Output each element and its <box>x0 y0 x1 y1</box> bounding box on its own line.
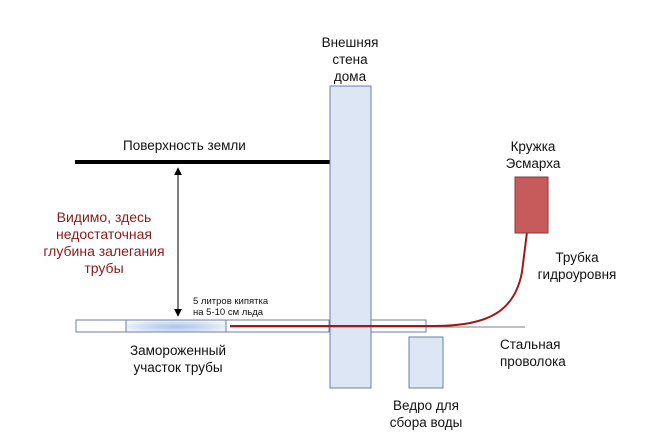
boiling-water-line: на 5-10 см льда <box>193 307 264 318</box>
water-bucket-label: Ведро для сбора воды <box>378 397 474 431</box>
level-tube-label: Трубка гидроуровня <box>522 249 632 283</box>
pipe-left-segment <box>75 319 127 333</box>
esmarch-mug-line: Эсмарха <box>505 156 561 171</box>
warning-line: трубы <box>84 260 124 276</box>
house-wall-label-line: стена <box>332 52 368 67</box>
water-bucket <box>408 336 444 389</box>
house-wall-label: Внешняя стена дома <box>305 34 395 85</box>
frozen-section-label: Замороженный участок трубы <box>120 342 236 376</box>
house-wall-label-line: дома <box>333 69 367 84</box>
steel-wire-line: Стальная <box>500 337 561 352</box>
frozen-section-line: участок трубы <box>133 360 223 375</box>
water-bucket-line: сбора воды <box>389 415 463 430</box>
steel-wire-label: Стальная проволока <box>500 336 566 370</box>
warning-line: глубина залегания <box>43 243 165 259</box>
boiling-water-label: 5 литров кипятка на 5-10 см льда <box>193 296 268 318</box>
boiling-water-line: 5 литров кипятка <box>193 296 269 307</box>
level-tube <box>230 231 528 327</box>
water-bucket-line: Ведро для <box>393 398 459 413</box>
warning-line: Видимо, здесь <box>56 209 152 225</box>
frozen-pipe-section <box>125 319 227 333</box>
esmarch-mug-label: Кружка Эсмарха <box>485 138 581 172</box>
esmarch-mug <box>514 176 549 234</box>
insufficient-depth-warning: Видимо, здесь недостаточная глубина зале… <box>40 209 168 277</box>
warning-line: недостаточная <box>55 226 153 242</box>
steel-wire-line: проволока <box>500 354 566 369</box>
house-wall-label-line: Внешняя <box>321 35 379 50</box>
esmarch-mug-line: Кружка <box>510 139 556 154</box>
house-wall <box>329 85 372 389</box>
ground-surface-label: Поверхность земли <box>123 137 246 154</box>
ground-surface-label-text: Поверхность земли <box>123 138 246 153</box>
frozen-section-line: Замороженный <box>129 343 226 358</box>
level-tube-line: гидроуровня <box>537 267 617 282</box>
level-tube-line: Трубка <box>555 250 599 265</box>
